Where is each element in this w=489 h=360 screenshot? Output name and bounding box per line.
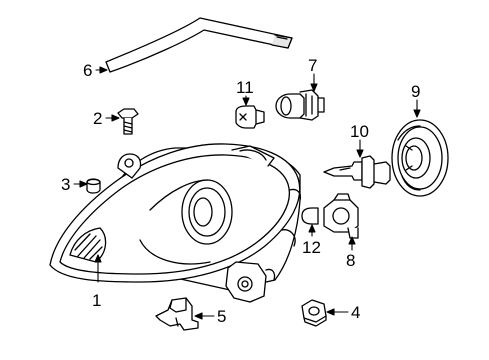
wedge-bulb-part xyxy=(235,105,265,129)
callout-4: 4 xyxy=(351,303,360,322)
nut-part xyxy=(301,299,327,327)
headlamp-bulb-part xyxy=(323,155,391,189)
dust-cover-part xyxy=(391,119,449,197)
callout-11: 11 xyxy=(236,78,254,97)
headlamp-assembly-part xyxy=(49,143,302,303)
trim-strip-part xyxy=(105,17,293,73)
callout-7: 7 xyxy=(308,56,317,75)
screw-part xyxy=(117,108,139,135)
bulb-socket-part xyxy=(275,89,325,121)
callout-labels: 1 2 3 4 5 6 7 8 9 10 11 12 xyxy=(61,56,420,326)
leader-lines xyxy=(73,66,421,320)
callout-6: 6 xyxy=(83,61,92,80)
callout-12: 12 xyxy=(302,238,321,257)
callout-10: 10 xyxy=(350,122,369,141)
callout-2: 2 xyxy=(93,109,102,128)
bracket-part xyxy=(155,297,199,331)
callout-1: 1 xyxy=(92,291,101,310)
callout-8: 8 xyxy=(346,251,355,270)
callout-3: 3 xyxy=(61,175,70,194)
socket-connector-part xyxy=(323,193,359,239)
callout-5: 5 xyxy=(217,307,226,326)
callout-9: 9 xyxy=(411,82,420,101)
grommet-part xyxy=(86,178,101,194)
side-marker-bulb-part xyxy=(301,207,319,225)
